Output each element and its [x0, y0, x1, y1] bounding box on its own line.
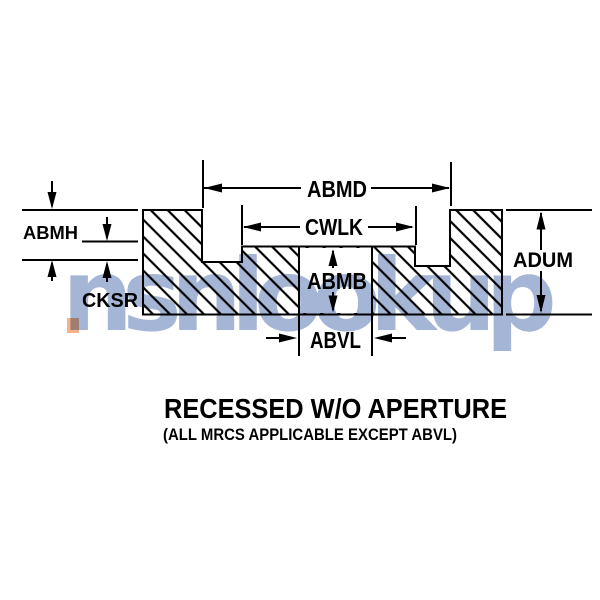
left-arrowhead — [374, 333, 392, 343]
down-arrowhead — [536, 295, 546, 313]
figure-subcaption: (ALL MRCS APPLICABLE EXCEPT ABVL) — [163, 425, 457, 444]
dim-label-cksr: CKSR — [82, 290, 139, 312]
up-arrowhead — [328, 249, 338, 266]
down-arrowhead — [328, 295, 338, 313]
abvl-dimension: ABVL — [266, 327, 406, 353]
dim-label-abmh: ABMH — [23, 223, 78, 243]
dim-label-abmd: ABMD — [307, 176, 367, 202]
down-arrowhead — [47, 192, 57, 209]
up-arrowhead — [102, 261, 112, 278]
up-arrowhead — [47, 260, 57, 277]
adum-dimension: ADUM — [506, 209, 592, 316]
up-arrowhead — [536, 211, 546, 230]
right-arrowhead — [279, 333, 297, 343]
dim-label-adum: ADUM — [513, 249, 573, 272]
dim-label-abvl: ABVL — [310, 327, 361, 353]
abmb-dimension: ABMB — [307, 249, 367, 313]
dim-label-abmb: ABMB — [307, 268, 367, 294]
cwlk-dimension: CWLK — [241, 205, 417, 245]
abmd-dimension: ABMD — [202, 160, 452, 208]
right-arrowhead — [396, 222, 414, 232]
right-arrowhead — [432, 183, 450, 193]
caption-block: RECESSED W/O APERTURE (ALL MRCS APPLICAB… — [163, 393, 507, 444]
figure-caption: RECESSED W/O APERTURE — [164, 393, 507, 424]
left-arrowhead — [243, 222, 261, 232]
dim-label-cwlk: CWLK — [305, 214, 363, 240]
abmh-cksr-dimensions: ABMH CKSR — [22, 181, 139, 312]
down-arrowhead — [102, 224, 112, 241]
left-arrowhead — [204, 183, 222, 193]
